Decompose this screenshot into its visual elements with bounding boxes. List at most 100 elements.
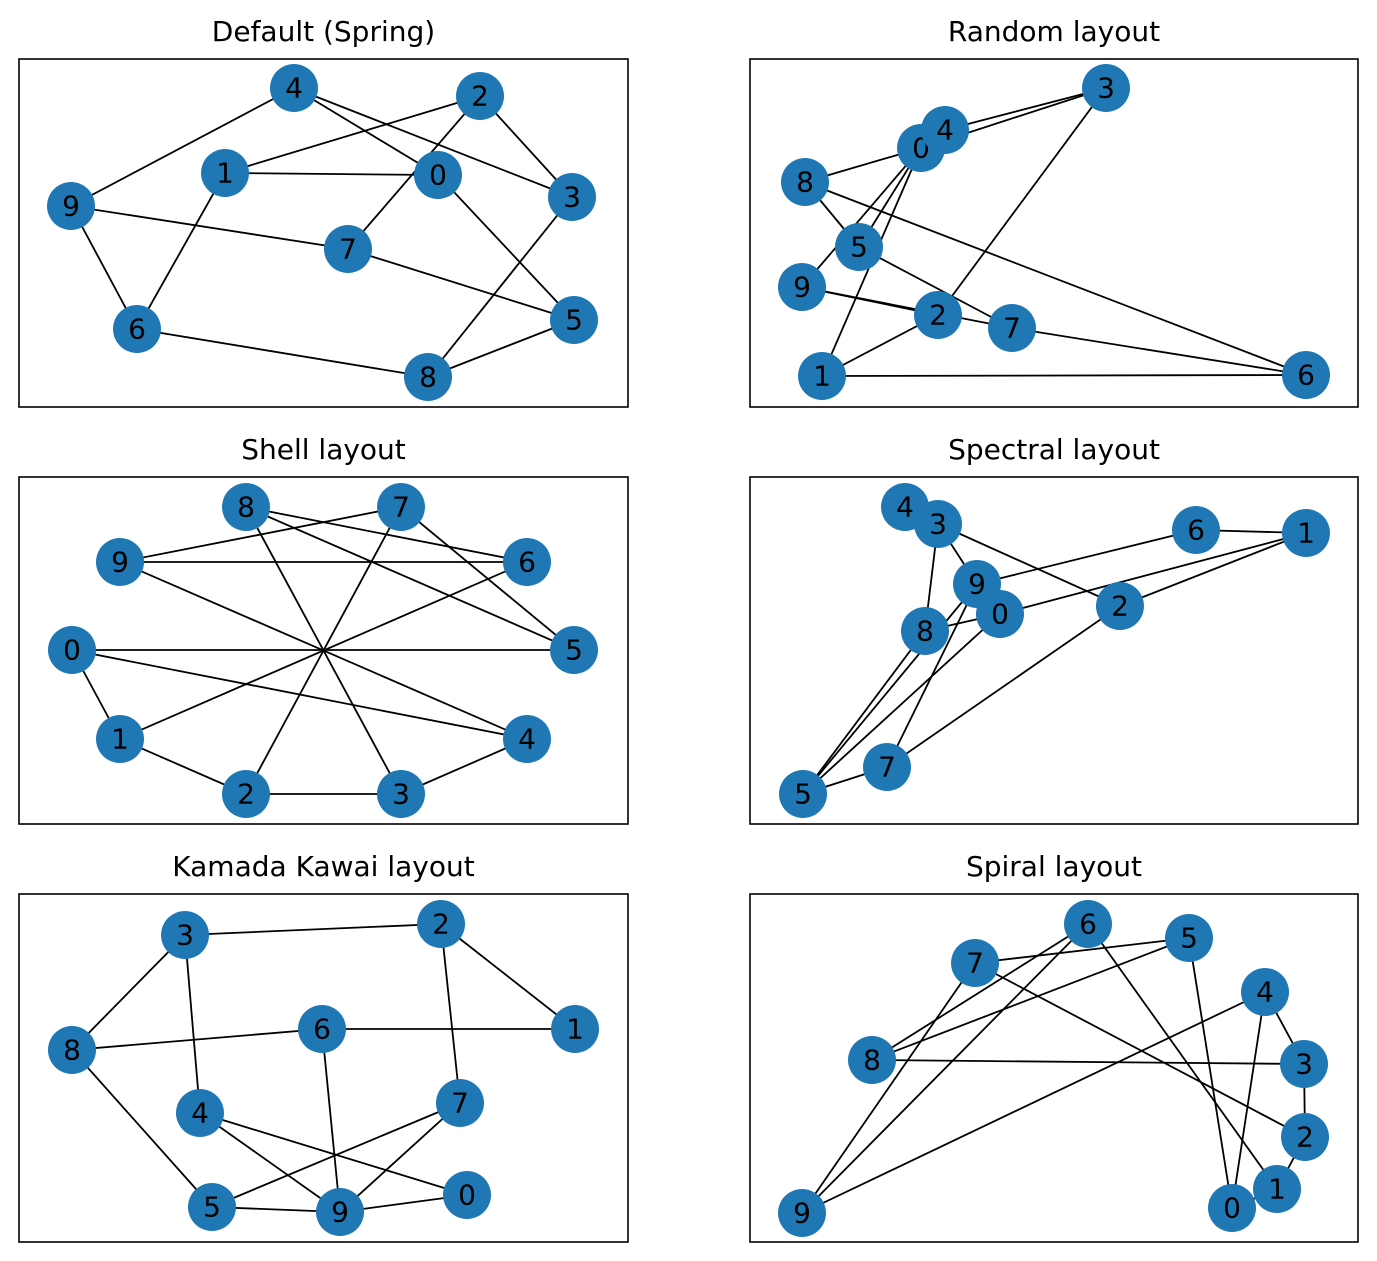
graph-edge-4-3 xyxy=(944,87,1107,131)
graph-edge-8-5 xyxy=(71,1049,213,1208)
graph-edge-5-8 xyxy=(871,937,1190,1061)
node-label: 8 xyxy=(419,361,437,394)
graph-edge-4-9 xyxy=(70,87,295,207)
node-circle xyxy=(161,911,209,959)
node-label: 7 xyxy=(1003,312,1021,345)
graph-node-7: 7 xyxy=(863,743,911,791)
node-label: 2 xyxy=(237,778,255,811)
node-label: 7 xyxy=(878,751,896,784)
node-circle xyxy=(953,560,1001,608)
node-circle xyxy=(881,483,929,531)
node-label: 4 xyxy=(936,114,954,147)
graph-edge-7-5 xyxy=(211,1102,461,1208)
graph-node-6: 6 xyxy=(113,305,161,353)
panel-frame xyxy=(18,893,629,1243)
graph-node-6: 6 xyxy=(298,1005,346,1053)
node-label: 4 xyxy=(1256,976,1274,1009)
graph-edge-7-5 xyxy=(347,248,575,321)
graph-edge-3-8 xyxy=(427,196,573,378)
node-circle xyxy=(414,151,462,199)
node-label: 8 xyxy=(916,615,934,648)
graph-node-4: 4 xyxy=(503,715,551,763)
graph-node-7: 7 xyxy=(377,483,425,531)
graph-node-5: 5 xyxy=(188,1183,236,1231)
node-label: 8 xyxy=(237,491,255,524)
node-label: 5 xyxy=(850,231,868,264)
node-label: 8 xyxy=(863,1044,881,1077)
graph-edge-4-9 xyxy=(801,991,1266,1214)
graph-node-5: 5 xyxy=(835,223,883,271)
graph-node-5: 5 xyxy=(550,626,598,674)
node-label: 1 xyxy=(813,360,831,393)
graph-node-7: 7 xyxy=(324,225,372,273)
node-circle xyxy=(48,626,96,674)
node-label: 0 xyxy=(429,159,447,192)
graph-edge-8-5 xyxy=(802,630,926,795)
node-label: 1 xyxy=(1297,517,1315,550)
graph-edge-6-9 xyxy=(321,1028,341,1213)
graph-node-4: 4 xyxy=(1241,968,1289,1016)
node-label: 2 xyxy=(1111,590,1129,623)
graph-node-3: 3 xyxy=(377,770,425,818)
node-circle xyxy=(550,296,598,344)
node-label: 9 xyxy=(793,271,811,304)
graph-edge-1-6 xyxy=(136,172,226,330)
graph-edge-6-8 xyxy=(871,923,1089,1061)
graph-edge-3-8 xyxy=(71,934,186,1051)
node-label: 6 xyxy=(1297,359,1315,392)
node-circle xyxy=(47,182,95,230)
panel-title: Spiral layout xyxy=(966,850,1142,883)
graph-edge-8-3 xyxy=(871,1059,1305,1065)
graph-node-1: 1 xyxy=(1282,509,1330,557)
graph-node-8: 8 xyxy=(404,353,452,401)
panel-title: Shell layout xyxy=(241,433,406,466)
graph-edge-7-9 xyxy=(339,1102,461,1213)
node-label: 2 xyxy=(471,80,489,113)
node-label: 4 xyxy=(518,723,536,756)
node-circle xyxy=(798,352,846,400)
node-circle xyxy=(222,483,270,531)
graph-edge-0-4 xyxy=(71,649,528,740)
node-circle xyxy=(778,263,826,311)
node-label: 5 xyxy=(565,304,583,337)
graph-node-3: 3 xyxy=(161,911,209,959)
graph-edge-9-7 xyxy=(801,286,1013,329)
graph-node-2: 2 xyxy=(914,291,962,339)
panel-title: Kamada Kawai layout xyxy=(172,850,474,883)
node-circle xyxy=(96,715,144,763)
node-circle xyxy=(548,173,596,221)
graph-node-5: 5 xyxy=(1165,914,1213,962)
graph-node-5: 5 xyxy=(779,770,827,818)
graph-node-6: 6 xyxy=(1172,506,1220,554)
graph-edge-7-2 xyxy=(974,962,1306,1138)
node-circle xyxy=(1064,900,1112,948)
graph-node-1: 1 xyxy=(201,149,249,197)
node-label: 6 xyxy=(1187,514,1205,547)
node-label: 1 xyxy=(111,723,129,756)
node-label: 5 xyxy=(203,1191,221,1224)
graph-node-8: 8 xyxy=(848,1036,896,1084)
graph-edge-8-5 xyxy=(427,319,575,378)
graph-node-0: 0 xyxy=(414,151,462,199)
graph-edge-6-9 xyxy=(976,529,1197,585)
graph-edge-3-2 xyxy=(937,523,1121,607)
node-circle xyxy=(1282,351,1330,399)
node-label: 6 xyxy=(1079,908,1097,941)
graph-node-2: 2 xyxy=(222,770,270,818)
node-circle xyxy=(222,770,270,818)
graph-edge-0-5 xyxy=(437,174,575,321)
node-circle xyxy=(778,1189,826,1237)
graph-edge-2-1 xyxy=(1119,532,1307,607)
graph-node-1: 1 xyxy=(1253,1165,1301,1213)
node-circle xyxy=(781,158,829,206)
graph-node-7: 7 xyxy=(951,939,999,987)
node-label: 2 xyxy=(929,299,947,332)
node-label: 7 xyxy=(451,1087,469,1120)
node-circle xyxy=(1281,1113,1329,1161)
graph-edge-2-7 xyxy=(347,95,481,250)
node-label: 0 xyxy=(458,1179,476,1212)
graph-edge-0-9 xyxy=(801,147,922,288)
graph-edge-6-8 xyxy=(71,1028,323,1051)
